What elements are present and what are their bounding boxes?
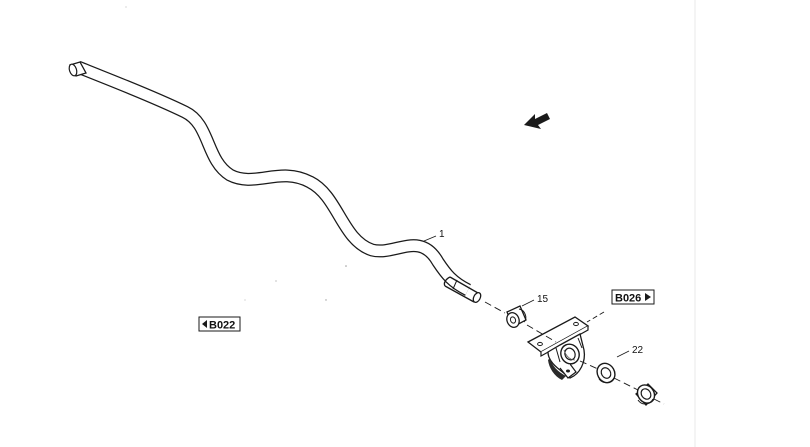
ref-label-left: B022 [209, 320, 235, 332]
mounting-bracket [526, 316, 590, 380]
assembly-axis-line [484, 301, 665, 405]
ref-box-left[interactable]: B022 [198, 316, 241, 332]
callout-label-22: 22 [632, 345, 644, 356]
callout-label-1: 1 [439, 229, 445, 240]
stabilizer-bar [68, 60, 482, 303]
stabilizer-bar-fill [76, 62, 471, 295]
ref-box-right[interactable]: B026 [611, 289, 655, 305]
bar-left-end [68, 61, 87, 77]
scan-specks [125, 6, 347, 301]
lock-nut [635, 383, 658, 406]
rubber-bushing [506, 305, 527, 328]
callout-part-1: 1 [423, 229, 445, 242]
flat-washer [596, 362, 616, 384]
bar-right-end [443, 276, 482, 303]
callout-leader-b026 [586, 311, 605, 323]
triangle-left-icon [202, 320, 207, 328]
triangle-right-icon [645, 293, 651, 301]
callout-label-15: 15 [537, 294, 549, 305]
callout-part-22: 22 [616, 345, 644, 358]
direction-arrow-icon [524, 113, 550, 129]
ref-label-right: B026 [615, 293, 641, 305]
callout-part-15: 15 [521, 294, 549, 307]
